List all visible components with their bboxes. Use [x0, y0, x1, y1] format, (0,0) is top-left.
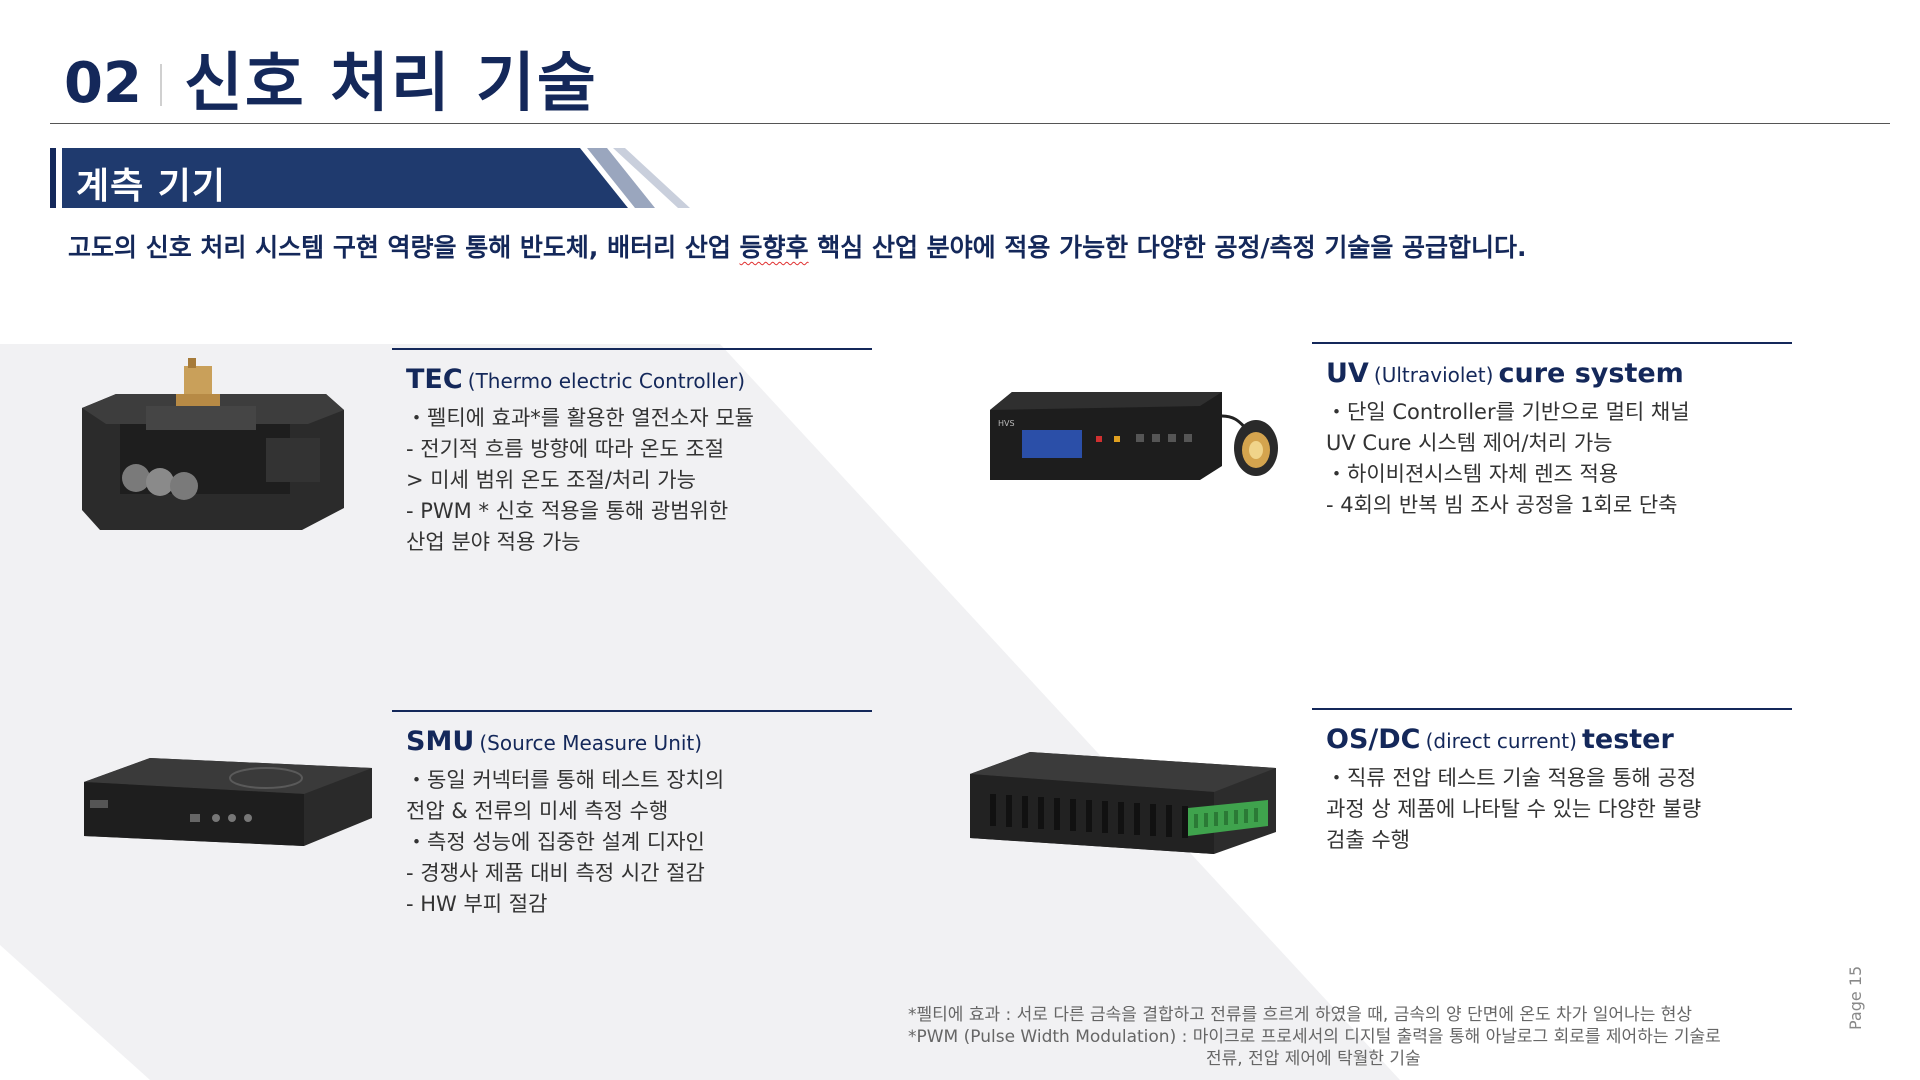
intro-part-a: 고도의 신호 처리 시스템 구현 역량을 통해 반도체, 배터리 산업	[68, 233, 740, 262]
section-banner: 계측 기기	[50, 148, 690, 208]
uv-line-3: ・하이비젼시스템 자체 렌즈 적용	[1326, 462, 1619, 486]
footnote-1: *펠티에 효과 : 서로 다른 금속을 결합하고 전류를 흐르게 하였을 때, …	[908, 1005, 1693, 1025]
tec-line-5: 산업 분야 적용 가능	[406, 530, 581, 554]
osdc-line-2: 과정 상 제품에 나타탈 수 있는 다양한 불량	[1326, 797, 1702, 821]
tec-product-image	[82, 358, 344, 530]
section-label: 계측 기기	[76, 166, 227, 207]
osdc-lines: ・직류 전압 테스트 기술 적용을 통해 공정 과정 상 제품에 나타탈 수 있…	[1326, 763, 1792, 856]
osdc-title: OS/DC (direct current) tester	[1326, 724, 1792, 755]
uv-brand-logo: HVS	[998, 419, 1015, 428]
intro-text: 고도의 신호 처리 시스템 구현 역량을 통해 반도체, 배터리 산업 등향후 …	[68, 228, 1527, 264]
osdc-rule	[1312, 708, 1792, 710]
tec-line-2: - 전기적 흐름 방향에 따라 온도 조절	[406, 437, 725, 461]
uv-block: UV (Ultraviolet) cure system ・단일 Control…	[1312, 342, 1792, 521]
section-number: 02	[64, 51, 142, 116]
osdc-line-3: 검출 수행	[1326, 828, 1410, 852]
page-header: 02 신호 처리 기술	[64, 40, 598, 120]
intro-part-c: 핵심 산업 분야에 적용 가능한 다양한 공정/측정 기술을 공급합니다.	[808, 233, 1527, 262]
tec-rule	[392, 348, 872, 350]
smu-line-2: 전압 & 전류의 미세 측정 수행	[406, 799, 669, 823]
tec-title: TEC (Thermo electric Controller)	[406, 364, 872, 395]
banner-shape	[50, 148, 690, 208]
tec-line-4: - PWM * 신호 적용을 통해 광범위한	[406, 499, 729, 523]
osdc-title-paren: (direct current)	[1425, 729, 1577, 753]
footnote-3: 전류, 전압 제어에 탁월한 기술	[1206, 1049, 1421, 1069]
smu-title: SMU (Source Measure Unit)	[406, 726, 872, 757]
tec-block: TEC (Thermo electric Controller) ・펠티에 효과…	[392, 348, 872, 558]
osdc-block: OS/DC (direct current) tester ・직류 전압 테스트…	[1312, 708, 1792, 856]
uv-title: UV (Ultraviolet) cure system	[1326, 358, 1792, 389]
smu-block: SMU (Source Measure Unit) ・동일 커넥터를 통해 테스…	[392, 710, 872, 920]
smu-line-3: ・측정 성능에 집중한 설계 디자인	[406, 830, 705, 854]
tec-line-1: ・펠티에 효과*를 활용한 열전소자 모듈	[406, 406, 754, 430]
uv-line-1: ・단일 Controller를 기반으로 멀티 채널	[1326, 400, 1690, 424]
smu-rule	[392, 710, 872, 712]
tec-title-main: TEC	[406, 364, 463, 395]
smu-line-1: ・동일 커넥터를 통해 테스트 장치의	[406, 768, 725, 792]
uv-title-main-a: UV	[1326, 358, 1369, 389]
osdc-title-main-b: tester	[1581, 724, 1674, 755]
smu-line-4: - 경쟁사 제품 대비 측정 시간 절감	[406, 861, 705, 885]
page-title: 신호 처리 기술	[183, 47, 598, 121]
smu-title-main: SMU	[406, 726, 475, 757]
intro-part-b: 등향후	[739, 233, 809, 262]
tec-title-paren: (Thermo electric Controller)	[467, 369, 746, 393]
smu-line-5: - HW 부피 절감	[406, 892, 548, 916]
osdc-line-1: ・직류 전압 테스트 기술 적용을 통해 공정	[1326, 766, 1697, 790]
header-divider	[159, 64, 162, 106]
uv-lines: ・단일 Controller를 기반으로 멀티 채널 UV Cure 시스템 제…	[1326, 397, 1792, 521]
uv-rule	[1312, 342, 1792, 344]
uv-title-paren: (Ultraviolet)	[1373, 363, 1494, 387]
smu-product-image	[84, 758, 372, 846]
osdc-title-main-a: OS/DC	[1326, 724, 1421, 755]
uv-title-main-b: cure system	[1498, 358, 1684, 389]
uv-product-image: HVS	[990, 392, 1278, 480]
uv-line-4: - 4회의 반복 빔 조사 공정을 1회로 단축	[1326, 493, 1678, 517]
smu-lines: ・동일 커넥터를 통해 테스트 장치의 전압 & 전류의 미세 측정 수행 ・측…	[406, 765, 872, 920]
tec-line-3: > 미세 범위 온도 조절/처리 가능	[406, 468, 696, 492]
uv-line-2: UV Cure 시스템 제어/처리 가능	[1326, 431, 1613, 455]
header-rule	[50, 123, 1890, 124]
footnotes: *펠티에 효과 : 서로 다른 금속을 결합하고 전류를 흐르게 하였을 때, …	[908, 1004, 1721, 1070]
smu-title-paren: (Source Measure Unit)	[479, 731, 703, 755]
osdc-product-image	[970, 752, 1276, 854]
tec-lines: ・펠티에 효과*를 활용한 열전소자 모듈 - 전기적 흐름 방향에 따라 온도…	[406, 403, 872, 558]
footnote-2: *PWM (Pulse Width Modulation) : 마이크로 프로세…	[908, 1027, 1721, 1047]
page-number: Page 15	[1846, 965, 1865, 1030]
